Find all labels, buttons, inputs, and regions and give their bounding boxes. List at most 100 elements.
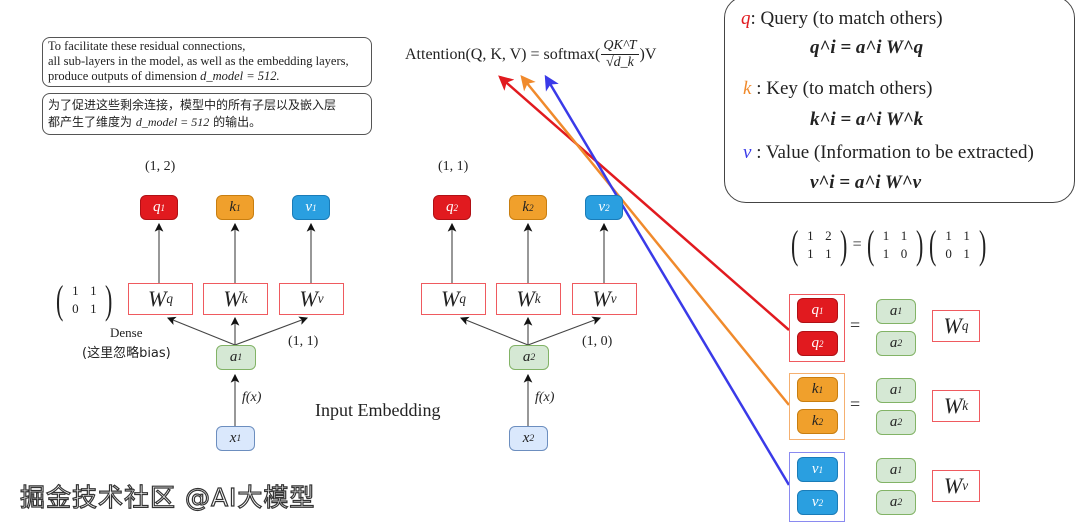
cell: 1: [963, 246, 970, 261]
key-equation: k^i = a^i W^k: [810, 109, 924, 130]
note-line: produce outputs of dimension d_model = 5…: [48, 69, 366, 84]
query-equation: q^i = a^i W^q: [810, 37, 924, 58]
chinese-note: 为了促进这些剩余连接，模型中的所有子层以及嵌入层 都产生了维度为 d_model…: [42, 93, 372, 135]
query-label: : Query (to match others): [750, 8, 943, 29]
cell: 1: [807, 228, 814, 243]
cell: 1: [807, 246, 814, 261]
formula-rhs: )V: [639, 45, 657, 63]
query-link-line: [498, 75, 790, 331]
formula-lhs: Attention(Q, K, V) = softmax(: [405, 45, 601, 63]
attention-formula: Attention(Q, K, V) = softmax( QK^T √d_k …: [405, 38, 656, 71]
key-label: : Key (to match others): [751, 78, 933, 99]
english-note: To facilitate these residual connections…: [42, 37, 372, 87]
cell: 1: [90, 301, 97, 316]
equals-sign: =: [850, 315, 861, 335]
input-shape-label: (1, 0): [582, 334, 613, 349]
cell: 1: [963, 228, 970, 243]
cell: 2: [825, 228, 832, 243]
cell: 0: [945, 246, 952, 261]
cell: 0: [900, 246, 908, 261]
note-line: To facilitate these residual connections…: [48, 39, 246, 53]
qkv-definition-box: q: Query (to match others) q^i = a^i W^q…: [724, 0, 1075, 203]
cell: 1: [900, 228, 908, 243]
cell: 1: [90, 283, 97, 298]
embedding-function-label: f(x): [535, 390, 555, 405]
note-line: 都产生了维度为 d_model = 512 的输出。: [48, 114, 366, 131]
right-block-arrows: [447, 222, 609, 426]
value-symbol: v: [743, 142, 752, 163]
formula-numerator: QK^T: [601, 38, 639, 55]
note-text: 的输出。: [213, 115, 262, 129]
k-stack-group: [789, 373, 845, 440]
output-shape-label: (1, 2): [145, 159, 176, 174]
note-text: 都产生了维度为: [48, 115, 133, 129]
output-shape-label: (1, 1): [438, 159, 469, 174]
value-link-line: [544, 74, 791, 486]
cell: 1: [825, 246, 832, 261]
dense-label: Dense: [110, 325, 143, 340]
q-stack-group: [789, 294, 845, 362]
input-shape-label: (1, 1): [288, 334, 319, 349]
value-label: : Value (Information to be extracted): [751, 142, 1034, 163]
watermark: 掘金技术社区 @AI大模型: [19, 482, 316, 512]
note-math: d_model = 512: [135, 115, 210, 129]
input-embedding-label: Input Embedding: [315, 400, 441, 420]
equals-sign: =: [850, 394, 861, 414]
note-text: produce outputs of dimension: [48, 69, 197, 83]
query-symbol: q: [741, 8, 751, 29]
equals-sign: =: [852, 236, 862, 253]
note-math: d_model = 512.: [200, 69, 280, 83]
left-block-arrows: [154, 222, 316, 426]
note-line: all sub-layers in the model, as well as …: [48, 54, 349, 68]
cell: 1: [882, 228, 890, 243]
dense-note: (这里忽略bias): [82, 346, 171, 361]
cell: 1: [945, 228, 952, 243]
key-symbol: k: [743, 78, 752, 99]
embedding-function-label: f(x): [242, 390, 262, 405]
formula-denominator: √d_k: [605, 55, 634, 70]
cell: 0: [72, 301, 79, 316]
key-link-line: [520, 75, 790, 406]
cell: 1: [882, 246, 890, 261]
value-equation: v^i = a^i W^v: [810, 172, 922, 193]
note-line: 为了促进这些剩余连接，模型中的所有子层以及嵌入层: [48, 98, 337, 112]
cell: 1: [72, 283, 79, 298]
